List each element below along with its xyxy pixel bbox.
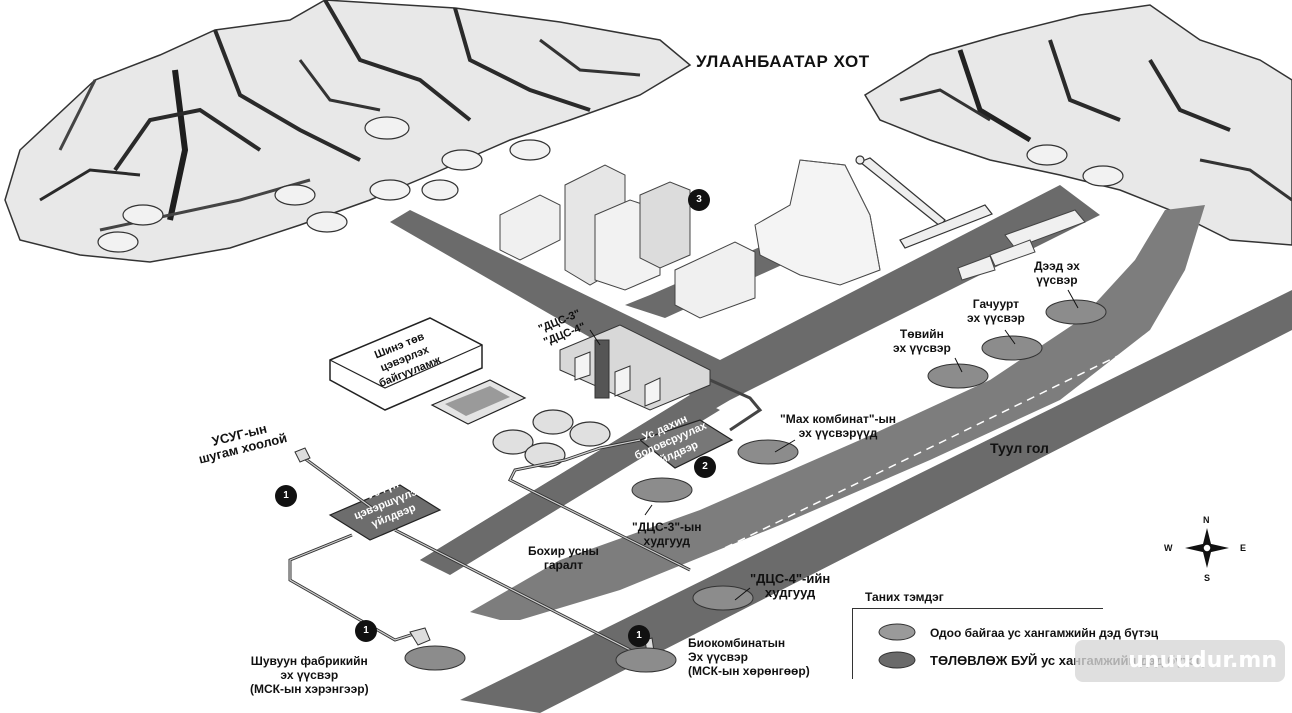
mountains-right [863, 4, 1292, 246]
label-line: үүсвэр [1036, 273, 1078, 287]
leader-lines [589, 289, 1079, 601]
label-meat-combine: "Мах комбинат"-ын эх үүсвэрүүд [780, 412, 896, 440]
power-plant [559, 324, 711, 411]
label-line: эх үүсвэрүүд [798, 426, 878, 440]
compass-s: S [1204, 573, 1211, 583]
label-line: эх үүсвэр [280, 668, 339, 682]
mountains-left [4, 0, 692, 263]
label-line: худгууд [643, 534, 690, 548]
compass-n: N [1203, 515, 1210, 525]
industrial-buildings [957, 209, 1086, 281]
legend-title: Таних тэмдэг [865, 590, 944, 604]
pipeline [855, 155, 993, 249]
label-line: "Мах комбинат"-ын [780, 412, 897, 426]
label-line: худгууд [764, 585, 816, 600]
label-dcs3-wells: "ДЦС-3"-ын худгууд [632, 520, 702, 548]
recycling-plant [638, 419, 734, 469]
compass-w: W [1164, 543, 1173, 553]
label-line: "ДЦС-3"-ын [632, 520, 702, 534]
label-line: Гачуурт [972, 297, 1020, 311]
legend-swatches [878, 623, 916, 669]
label-line: эх үүсвэр [967, 311, 1025, 325]
compass-rose [1185, 528, 1229, 568]
tuul-river [470, 205, 1205, 620]
label-tuul-river: Туул гол [990, 440, 1049, 456]
city-title: УЛААНБААТАР ХОТ [696, 52, 870, 71]
badge-3-city: 3 [688, 189, 710, 211]
label-upper-source: Дээд эх үүсвэр [1034, 259, 1080, 287]
badge-1-usug: 1 [275, 485, 297, 507]
label-line: Шувуун фабрикийн [250, 654, 368, 668]
deep-cleaning-plant [328, 484, 442, 541]
pipe-outline [289, 439, 691, 656]
label-line: (МСК-ын хөрөнгөөр) [688, 664, 810, 678]
compass-e: E [1240, 543, 1247, 553]
badge-1-biocombine: 1 [628, 625, 650, 647]
label-line: Бохир усны [528, 544, 599, 558]
reservoir-tanks [97, 116, 1124, 253]
label-line: Дээд эх [1034, 259, 1080, 273]
new-cleaning-plant [329, 317, 483, 411]
legend-box [852, 608, 1103, 679]
watermark-logo: unuudur.mn [1075, 640, 1285, 682]
label-line: Биокомбинатын [688, 636, 786, 650]
badge-1-poultry: 1 [355, 620, 377, 642]
label-gachuurt-source: Гачуурт эх үүсвэр [967, 297, 1025, 325]
badge-2-recycling: 2 [694, 456, 716, 478]
label-dcs4-wells: "ДЦС-4"-ийн худгууд [750, 572, 830, 600]
label-line: (МСК-ын хэрэнгээр) [250, 682, 369, 696]
label-poultry-factory: Шувуун фабрикийн эх үүсвэр (МСК-ын хэрэн… [250, 654, 369, 696]
water-sources [404, 299, 1107, 673]
plant-pipe [709, 378, 763, 432]
label-line: "ДЦС-4"-ийн [750, 571, 831, 586]
label-wastewater: Бохир усны гаралт [528, 544, 599, 572]
label-line: гаралт [543, 558, 584, 572]
label-tuv-source: Төвийн эх үүсвэр [893, 327, 951, 355]
label-line: Төвийн [899, 327, 944, 341]
legend-item-existing: Одоо байгаа ус хангамжийн дэд бүтэц [930, 626, 1159, 640]
city-buildings [499, 159, 881, 319]
label-biocombine: Биокомбинатын Эх үүсвэр (МСК-ын хөрөнгөө… [688, 636, 810, 678]
road-centerline [699, 349, 1131, 561]
label-line: эх үүсвэр [893, 341, 951, 355]
label-line: Эх үүсвэр [688, 650, 748, 664]
settling-tanks [430, 379, 527, 425]
